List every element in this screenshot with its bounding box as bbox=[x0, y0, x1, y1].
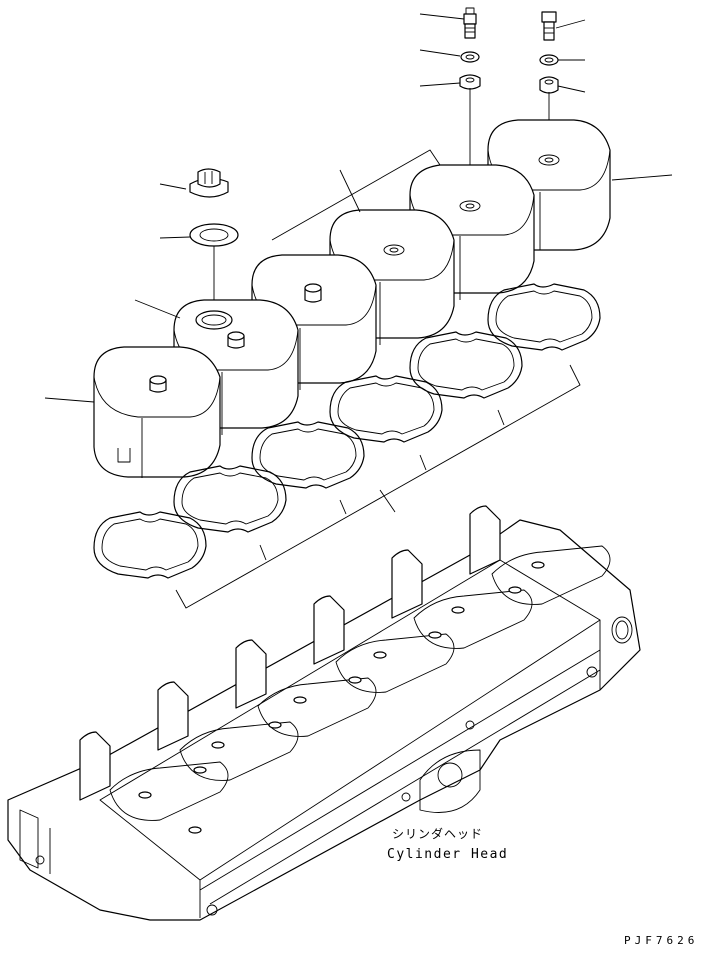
bolt-right bbox=[541, 11, 557, 41]
cylinder-head-label-jp: シリンダヘッド bbox=[392, 826, 483, 841]
washer-left bbox=[460, 51, 480, 63]
cylinder-head-label-en: Cylinder Head bbox=[387, 847, 508, 862]
oil-cap-seal bbox=[159, 223, 239, 300]
valve-springs bbox=[138, 561, 545, 834]
washer-right bbox=[539, 54, 559, 66]
gasket-6 bbox=[487, 283, 601, 351]
rocker-cover-1 bbox=[44, 346, 221, 478]
gasket-4 bbox=[329, 375, 443, 443]
grommet-left bbox=[459, 74, 481, 90]
bolt-left bbox=[463, 7, 477, 39]
gasket-1 bbox=[93, 511, 207, 579]
gasket-2 bbox=[173, 465, 287, 533]
gasket-3 bbox=[251, 421, 365, 489]
drawing-code: PJF7626 bbox=[624, 934, 698, 947]
oil-filler-cap bbox=[159, 168, 229, 198]
cover-group-bracket bbox=[271, 149, 441, 241]
gasket-5 bbox=[409, 331, 523, 399]
gasket-group-bracket bbox=[175, 364, 581, 609]
cylinder-head bbox=[7, 505, 641, 921]
grommet-right bbox=[539, 76, 559, 94]
